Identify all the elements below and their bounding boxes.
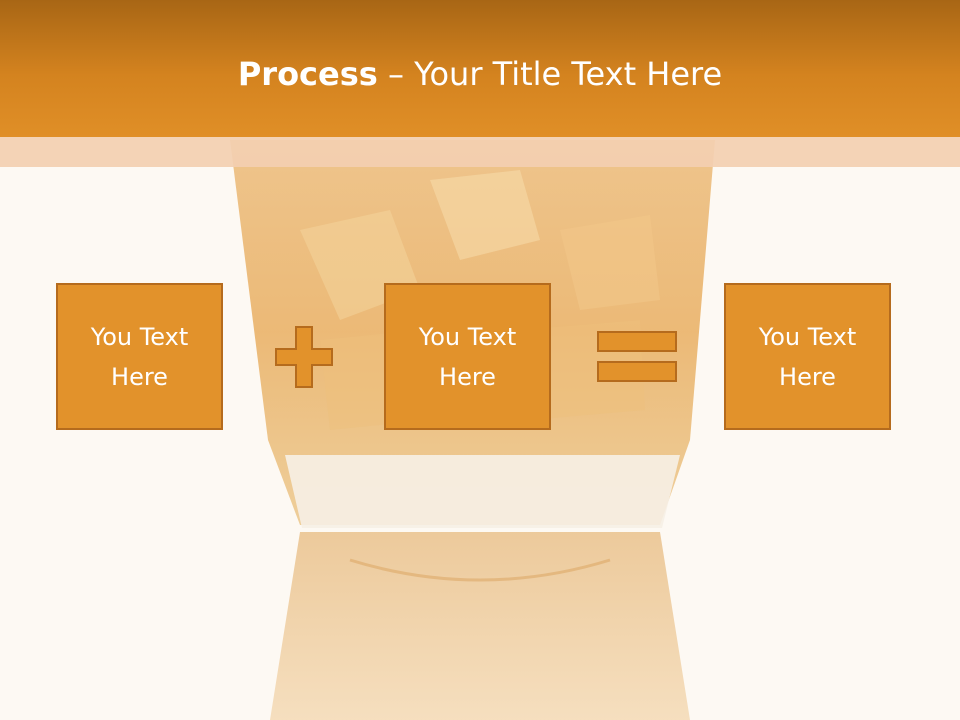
title-bar [0,0,960,137]
process-box-2[interactable]: You Text Here [384,283,551,430]
slide-title: Process – Your Title Text Here [0,52,960,96]
process-box-1-label: You Text Here [90,322,189,391]
slide-title-bold: Process [237,55,378,93]
process-box-1[interactable]: You Text Here [56,283,223,430]
title-bar-accent-strip [0,137,960,167]
plus-icon [275,326,333,388]
process-box-2-label: You Text Here [418,322,517,391]
process-box-3[interactable]: You Text Here [724,283,891,430]
equals-icon [597,331,677,382]
process-box-3-label: You Text Here [758,322,857,391]
slide-title-rest: – Your Title Text Here [377,55,723,93]
